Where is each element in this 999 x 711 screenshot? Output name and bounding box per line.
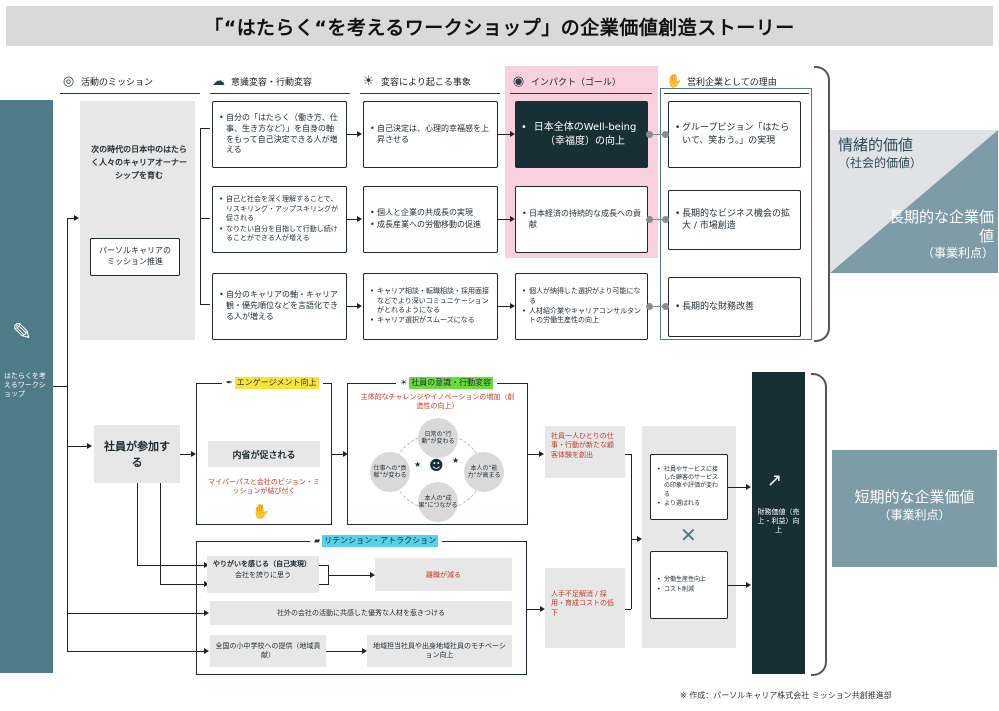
handshake-deal-icon: ✋ <box>252 504 270 520</box>
awareness-row-2: 自己と社会を深く理解することで、リスキリング・アップスキリングが促されるなりたい… <box>212 186 347 253</box>
value-emotional: 情緒的価値 （社会的価値） <box>838 136 923 170</box>
lightbulb-small-icon: ☀ <box>400 378 408 387</box>
column-events: ☀変容により起こる事象 <box>360 73 471 90</box>
mission-sub: パーソルキャリアのミッション推進 <box>90 238 180 276</box>
workshop-label: はたらくを考えるワークショップ <box>4 372 46 399</box>
impact-row-2: 日本経済の持続的な成長への貢献 <box>515 186 648 253</box>
brain-icon: ☁ <box>212 74 225 89</box>
retention-school: 全国の小中学校への提供（地域貢献） <box>210 635 326 667</box>
employee-participation: 社員が参加する <box>94 425 180 483</box>
event-row-2: 個人と企業の共成長の実現成長産業への労働移動の促進 <box>363 186 498 253</box>
engagement-label: ✒エンゲージメント向上 <box>222 377 323 389</box>
cycle-action: 日常の“行動”が変わる <box>418 418 458 458</box>
behavior-label: ☀社員の意識・行動変容 <box>396 377 498 389</box>
employee-experience: 社員一人ひとりの仕事・行動が新たな顧客体験を創出 <box>545 426 625 478</box>
column-impact: ◉インパクト（ゴール） <box>510 73 621 90</box>
event-row-3: キャリア相談・転職相談・採用面接などでより深いコミュニケーションがとれるようにな… <box>363 273 498 340</box>
customer-effect: 社員やサービスに接した顧客のサービスの印象や評価が変わるより選ばれる <box>650 454 728 520</box>
reason-column-frame <box>660 88 812 340</box>
event-row-1: 自己決定は、心理的幸福感を上昇させる <box>363 101 498 168</box>
financial-value <box>752 372 805 674</box>
handshake-icon: ✋ <box>666 74 683 89</box>
column-reason: ✋営利企業としての理由 <box>666 74 777 89</box>
retention-label: ▰リテンション・アトラクション <box>310 535 443 547</box>
briefcase-icon: ▰ <box>314 536 321 545</box>
behavior-text: 主体的なチャレンジやイノベーションの増加（創造性の向上） <box>360 393 515 411</box>
value-short-term: 短期的な企業価値 （事業利点） <box>832 450 997 567</box>
cost-effect: 労働生産性向上コスト削減 <box>650 551 728 619</box>
reason-row-2: 長期的なビジネス機会の拡大 / 市場創造 <box>668 190 801 250</box>
page-title: 「“はたらく“を考えるワークショップ」の企業価値創造ストーリー <box>6 6 993 46</box>
footer-credit: ※ 作成：パーソルキャリア株式会社 ミッション共創推進部 <box>680 691 892 700</box>
growth-arrow-icon: ↗ <box>767 470 783 491</box>
column-awareness: ☁意識変容・行動変容 <box>212 74 313 89</box>
reason-row-1: グループビジョン「はたらいて、笑おう。」の実現 <box>668 101 801 168</box>
lightbulb-icon: ☀ <box>362 74 375 89</box>
engagement-reflection: 内省が促される <box>208 441 320 467</box>
star-icon: ★ <box>414 460 422 469</box>
value-triangle-panel <box>830 130 998 273</box>
cycle-contribution: 仕事への“貢献”が変わる <box>370 452 410 492</box>
value-brace-bottom <box>811 373 827 676</box>
retention-fulfillment: やりがいを感じる（自己実現） 会社を誇りに思う <box>207 556 319 593</box>
cycle-ability: 本人の“能力”が高まる <box>464 452 504 492</box>
engagement-text: マイパーパスと会社のビジョン・ミッションが結び付く <box>208 478 320 496</box>
target-goal-icon: ◉ <box>512 74 525 89</box>
pencil-icon: ✎ <box>12 318 33 346</box>
cycle-result: 本人の“成果”につながる <box>418 482 458 522</box>
star-icon: ★ <box>452 456 460 465</box>
awareness-row-1: 自分の「はたらく（働き方、仕事、生き方など）」を自身の軸をもって自己決定できる人… <box>212 101 347 168</box>
pen-icon: ✒ <box>226 378 233 387</box>
impact-row-3: 個人が納得した選択がより可能になる人材紹介業やキャリアコンサルタントの労働生産性… <box>515 273 648 340</box>
person-icon: ☻ <box>429 458 444 474</box>
behavior-cycle: 日常の“行動”が変わる 本人の“能力”が高まる 本人の“成果”につながる 仕事へ… <box>366 418 511 522</box>
awareness-row-3: 自分のキャリアの軸・キャリア観・優先順位などを言語化できる人が増える <box>212 273 347 340</box>
hiring-cost: 人手不足解消 / 採用・育成コストの低下 <box>545 568 625 648</box>
financial-label: 財務価値（売上・利益）向上 <box>757 508 800 535</box>
retention-recruit: 社外の会社の活動に共感した優秀な人材を惹きつける <box>210 601 512 625</box>
column-mission: ◎活動のミッション <box>60 73 153 90</box>
retention-local: 地域担当社員や出身地域社員のモチベーション向上 <box>367 635 512 667</box>
impact-row-1: 日本全体のWell-being（幸福度）の向上 <box>515 101 648 168</box>
mission-panel <box>80 101 195 340</box>
mission-main: 次の時代の日本中のはたらく人々のキャリアオーナーシップを育む <box>91 145 187 180</box>
reason-row-3: 長期的な財務改善 <box>668 277 801 337</box>
value-long-term: 長期的な企業価値 （事業利点） <box>888 208 994 260</box>
workshop-side-bar <box>0 100 53 673</box>
target-icon: ◎ <box>62 74 75 89</box>
retention-result: 離職が減る <box>375 558 512 591</box>
value-brace-top <box>814 66 830 342</box>
cross-icon: ✕ <box>680 523 697 547</box>
